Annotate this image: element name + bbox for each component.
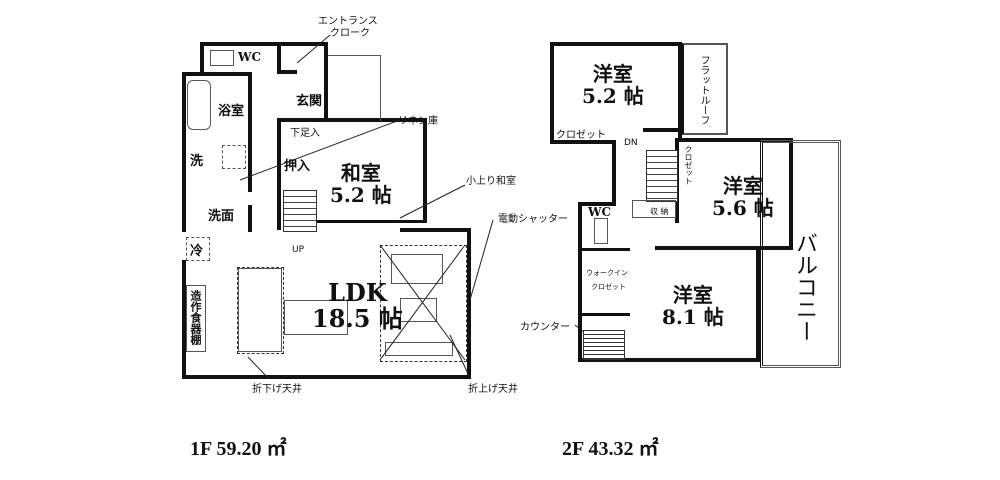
closet-2-label: クロゼット	[684, 145, 693, 185]
flat-roof-label: フラットルーフ	[698, 55, 709, 125]
room-geta: 下足入	[290, 128, 320, 139]
closet-1-label: クロゼット	[556, 130, 606, 141]
room-genkan: 玄関	[296, 94, 323, 109]
cupboard-label: 造作食器棚	[189, 290, 202, 345]
floor-2-area: 2F 43.32 ㎡	[562, 438, 659, 460]
counter-label: カウンター	[520, 322, 570, 333]
ceiling-down-label: 折下げ天井	[252, 384, 302, 395]
dn-label: DN	[624, 138, 638, 148]
walk-in-closet-label: ウォークイン	[586, 269, 628, 277]
entrance-cloak-label-2: クローク	[330, 28, 370, 39]
room-rei: 冷	[190, 244, 204, 259]
room-senmen: 洗面	[208, 209, 235, 224]
room-oshiire: 押入	[284, 159, 311, 174]
up-label: UP	[292, 245, 305, 255]
linen-label: リネン庫	[398, 116, 438, 127]
room-wc-1f: WC	[238, 50, 262, 64]
walk-in-closet-label-2: クロゼット	[591, 283, 626, 291]
room-wash: 洗	[190, 154, 204, 169]
shutter-label: 電動シャッター	[498, 214, 568, 225]
storage-label: 収 納	[650, 207, 669, 216]
koagari-label: 小上り和室	[466, 176, 516, 187]
floor-1-area: 1F 59.20 ㎡	[190, 438, 287, 460]
room-wc-2f: WC	[588, 205, 612, 219]
balcony-label: バルコニー	[792, 232, 817, 342]
entrance-cloak-label: エントランス	[318, 16, 378, 27]
room-bath: 浴室	[218, 104, 245, 119]
ceiling-up-label: 折上げ天井	[468, 384, 518, 395]
